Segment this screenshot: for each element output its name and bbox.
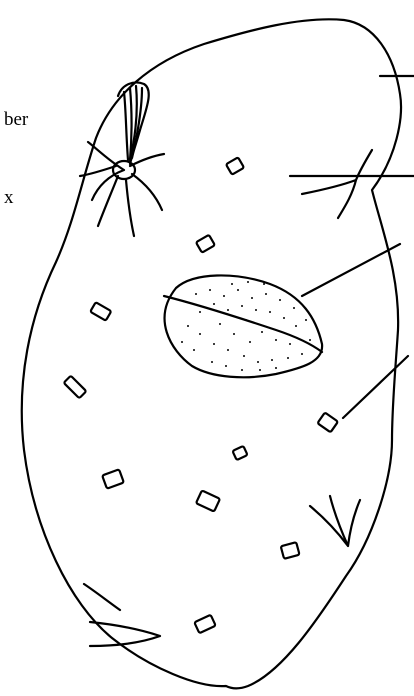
basal-fibers [80,142,164,236]
membrane-fiber-bottom-left [84,584,160,646]
vesicle [102,469,124,488]
outer-outline [22,19,401,688]
vesicle [64,376,87,399]
vesicle [281,542,300,559]
nucleus-fold [164,296,322,352]
partial-label-middle: x [4,188,14,207]
vesicle [194,615,215,633]
vesicle [90,302,111,321]
vesicle [232,446,247,460]
vesicle [317,412,338,432]
leader-line-nucleus [302,244,400,296]
vesicle [196,235,215,253]
membrane-fiber-right-mid [310,496,360,546]
vesicle [196,490,220,511]
partial-label-top: ber [4,110,28,129]
leader-line-vesicle [343,356,408,418]
membrane-fiber-right-top [302,150,372,218]
vesicle [226,157,244,174]
